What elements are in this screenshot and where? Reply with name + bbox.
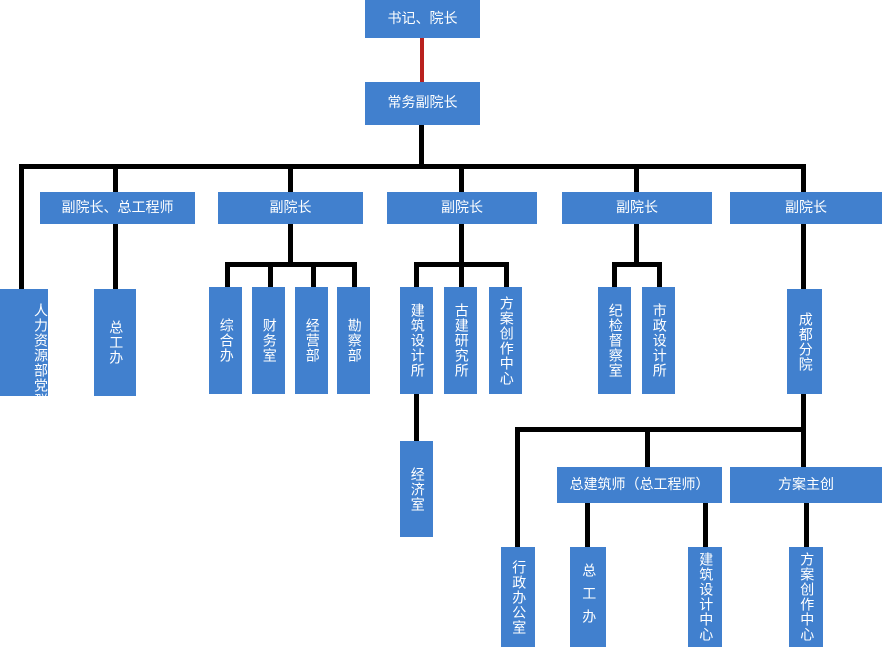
connector-vp3-drop-1 — [414, 262, 419, 287]
connector-trunk-to-vp4 — [634, 164, 639, 192]
node-scheme-creation-center[interactable]: 方案创作中心 — [489, 287, 522, 394]
node-party-secretary-president[interactable]: 书记、院长 — [365, 0, 480, 38]
node-label: 总建筑师（总工程师） — [569, 476, 710, 493]
connector-vp5-to-branch — [801, 224, 806, 289]
connector-vp4-stem — [634, 224, 639, 264]
node-ancient-architecture-research-institute[interactable]: 古建研究所 — [444, 287, 477, 394]
connector-trunk-to-vp5 — [801, 164, 806, 192]
node-label: 建筑设计所 — [408, 303, 425, 378]
node-architectural-design-center[interactable]: 建筑设计中心 — [688, 547, 722, 647]
node-label: 副院长 — [616, 199, 658, 216]
connector-vp3-drop-3 — [504, 262, 509, 287]
connector-branch-bus — [515, 427, 806, 432]
node-chief-architect[interactable]: 总建筑师（总工程师） — [557, 467, 722, 503]
node-label: 副院长、总工程师 — [61, 199, 174, 216]
connector-vp2-drop-4 — [352, 262, 357, 287]
connector-vp2-bus — [225, 262, 357, 267]
connector-archdesign-to-economics — [414, 394, 419, 441]
connector-vp1-to-chiefeng-office — [113, 224, 118, 289]
connector-trunk-to-hr — [19, 164, 24, 289]
connector-branch-to-leaddesigner — [801, 427, 806, 467]
node-branch-scheme-creation-center[interactable]: 方案创作中心 — [789, 547, 823, 647]
connector-vp2-stem — [288, 224, 293, 264]
connector-chief-to-deputy — [420, 37, 424, 82]
node-finance-office[interactable]: 财务室 — [252, 287, 285, 394]
node-label: 总工办 — [580, 562, 597, 632]
node-label: 建筑设计中心 — [697, 552, 714, 642]
connector-chiefarch-to-gongban — [585, 503, 590, 547]
connector-vp2-drop-3 — [311, 262, 316, 287]
connector-main-trunk — [19, 164, 806, 169]
node-label: 副院长 — [441, 199, 483, 216]
connector-vp2-drop-2 — [268, 262, 273, 287]
node-label: 方案创作中心 — [798, 552, 815, 642]
node-label: 经营部 — [303, 318, 320, 363]
node-label: 经济室 — [408, 466, 425, 512]
node-vice-president-5[interactable]: 副院长 — [730, 192, 882, 224]
node-label: 书记、院长 — [387, 10, 458, 27]
node-survey-department[interactable]: 勘察部 — [337, 287, 370, 394]
node-vice-president-4[interactable]: 副院长 — [562, 192, 712, 224]
node-label: 综合办 — [217, 318, 234, 363]
connector-vp4-bus — [612, 262, 662, 267]
node-lead-scheme-designer[interactable]: 方案主创 — [730, 467, 882, 503]
node-economics-office[interactable]: 经济室 — [400, 441, 433, 537]
node-label-party-affairs: 党群工作部 — [32, 378, 48, 453]
connector-chiefarch-to-archcenter — [703, 503, 708, 547]
node-label-hr: 人力资源部 — [32, 303, 48, 378]
node-hr-and-party-affairs[interactable]: 人力资源部党群工作部 — [0, 289, 48, 453]
node-label: 市政设计所 — [650, 303, 667, 378]
node-label: 常务副院长 — [387, 95, 458, 112]
node-general-office[interactable]: 综合办 — [209, 287, 242, 394]
node-architectural-design-institute[interactable]: 建筑设计所 — [400, 287, 433, 394]
node-administrative-office[interactable]: 行政办公室 — [501, 547, 535, 647]
node-label: 勘察部 — [345, 318, 362, 363]
node-vice-president-2[interactable]: 副院长 — [218, 192, 363, 224]
node-chief-engineer-office[interactable]: 总工办 — [94, 289, 136, 396]
connector-branch-to-chiefarch — [645, 427, 650, 467]
node-label: 总工办 — [107, 320, 124, 365]
node-label: 行政办公室 — [510, 559, 527, 635]
node-chengdu-branch[interactable]: 成都分院 — [787, 289, 822, 394]
node-label: 纪检督察室 — [606, 303, 623, 378]
connector-branch-stem — [801, 394, 806, 430]
connector-trunk-to-vp2 — [288, 164, 293, 192]
connector-vp3-drop-2 — [459, 262, 464, 287]
connector-vp3-stem — [459, 224, 464, 264]
node-label: 财务室 — [260, 318, 277, 363]
connector-deputy-stem — [419, 125, 424, 166]
connector-trunk-to-vp3 — [459, 164, 464, 192]
connector-vp2-drop-1 — [225, 262, 230, 287]
connector-vp4-drop-2 — [657, 262, 662, 287]
node-business-department[interactable]: 经营部 — [295, 287, 328, 394]
node-vp-chief-engineer[interactable]: 副院长、总工程师 — [40, 192, 195, 224]
node-discipline-inspection-office[interactable]: 纪检督察室 — [598, 287, 631, 394]
node-branch-chief-engineer-office[interactable]: 总工办 — [570, 547, 606, 647]
node-executive-vice-president[interactable]: 常务副院长 — [365, 82, 480, 125]
node-label: 方案创作中心 — [497, 295, 514, 386]
connector-trunk-to-vp1 — [113, 164, 118, 192]
connector-vp4-drop-1 — [612, 262, 617, 287]
node-label: 古建研究所 — [452, 303, 469, 378]
node-label: 成都分院 — [796, 311, 813, 372]
node-label: 方案主创 — [778, 476, 834, 493]
node-vice-president-3[interactable]: 副院长 — [387, 192, 537, 224]
node-label: 副院长 — [785, 199, 827, 216]
connector-branch-bus-left-drop — [515, 427, 520, 547]
node-municipal-design-institute[interactable]: 市政设计所 — [642, 287, 675, 394]
connector-leaddesigner-to-schemecenter — [804, 503, 809, 547]
node-label: 副院长 — [269, 199, 312, 216]
